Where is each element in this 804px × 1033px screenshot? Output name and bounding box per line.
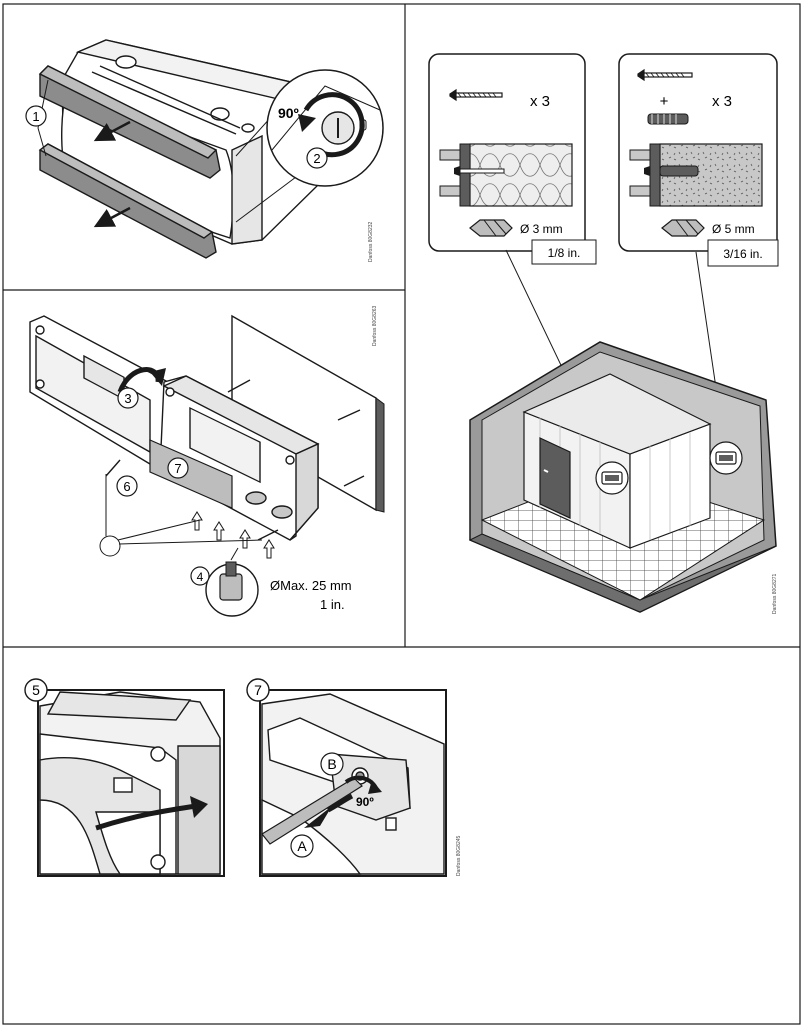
panel-remove-covers: 1 90º 2 Danfoss 80G8232 [25, 39, 384, 262]
panel7-ref-code: Danfoss 80G8245 [456, 835, 462, 876]
drill-bit-icon [661, 219, 705, 237]
rotation-angle-label-7: 90º [356, 795, 374, 809]
callout-7-small-number: 7 [174, 461, 181, 476]
left-drill-size: Ø 3 mm [520, 222, 563, 236]
callout-2-number: 2 [313, 151, 320, 166]
callout-7-small: 7 [167, 457, 189, 479]
panel-wall-mounting: 3 7 6 4 ØMax. 25 mm 1 in. Danfoss 80G82 [29, 305, 385, 617]
pointer-circle [99, 474, 263, 557]
cable-gland-detail: 4 ØMax. 25 mm 1 in. [190, 547, 352, 617]
panel-screw-specs: x 3 Ø 3 mm 1/8 in. + [428, 53, 779, 614]
cable-shield-plate [149, 439, 233, 509]
cold-room-illustration [468, 341, 777, 613]
screwdriver [261, 777, 363, 845]
panel2-ref-code: Danfoss 80G8263 [372, 305, 378, 346]
controller-front-illustration [29, 315, 169, 465]
screw-icon [449, 88, 503, 102]
left-quantity: x 3 [530, 93, 550, 110]
step-5-number: 5 [32, 682, 40, 698]
panel3-ref-code: Danfoss 80G8271 [772, 573, 778, 614]
right-quantity: x 3 [712, 93, 732, 110]
freezer-box-top [522, 373, 712, 455]
controller-location-wall [709, 441, 743, 475]
panel-step-5: 5 [24, 678, 225, 877]
callout-6-number: 6 [123, 479, 130, 494]
freezer-door [539, 437, 571, 519]
insulation-panel-spec-card: x 3 Ø 3 mm 1/8 in. [428, 53, 597, 265]
wall-plug-icon [647, 113, 689, 125]
cable-max-imperial: 1 in. [320, 597, 345, 612]
callout-4-number: 4 [197, 570, 204, 584]
bottom-cover-illustration [38, 143, 217, 259]
removal-arrows [93, 120, 131, 228]
right-drill-imperial: 3/16 in. [723, 247, 762, 261]
callout-6: 6 [116, 475, 138, 497]
concrete-wall-spec-card: + x 3 Ø 5 mm 3/16 in. [618, 53, 779, 267]
step-7-number: 7 [254, 682, 262, 698]
left-drill-imperial: 1/8 in. [548, 246, 581, 260]
cable-max-metric: ØMax. 25 mm [270, 578, 352, 593]
plus-sign: + [660, 93, 669, 110]
label-a: A [297, 838, 307, 854]
panel1-ref-code: Danfoss 80G8232 [368, 221, 374, 262]
callout-3-number: 3 [124, 391, 131, 406]
drill-bit-icon [469, 219, 513, 237]
callout-1: 1 [25, 79, 49, 157]
panel-grid [2, 3, 801, 1025]
right-drill-size: Ø 5 mm [712, 222, 755, 236]
rotation-angle-label: 90º [278, 105, 299, 121]
label-b: B [327, 756, 336, 772]
mounting-screws [105, 379, 365, 541]
panel-step-7: A B 90º 7 Danfoss 80G8245 [246, 678, 462, 877]
insulation-block [469, 143, 573, 207]
callout-3: 3 [117, 387, 139, 409]
controller-base-illustration [159, 375, 320, 541]
step-5-arrow [95, 803, 197, 831]
screw-zoom-detail: 90º 2 [235, 69, 384, 223]
controller-location-box [595, 461, 629, 495]
callout-1-number: 1 [32, 109, 39, 124]
screw-icon [637, 68, 693, 82]
